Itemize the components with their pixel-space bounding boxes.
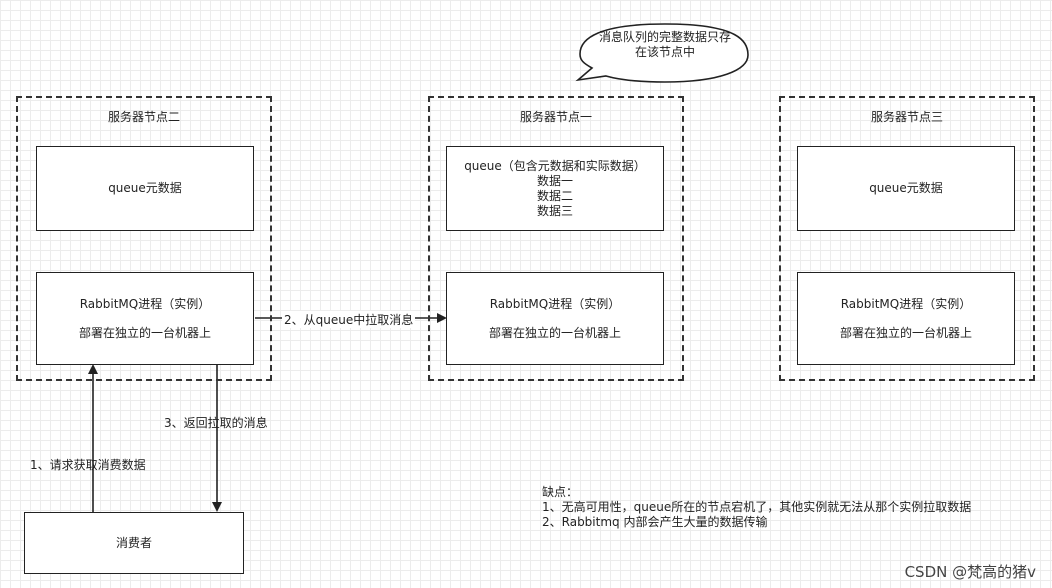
step2-label: 2、从queue中拉取消息 xyxy=(282,311,416,328)
node3-rmq-line2: 部署在独立的一台机器上 xyxy=(839,325,972,340)
server-node-2: 服务器节点二 xyxy=(16,96,272,381)
callout-line1: 消息队列的完整数据只存 xyxy=(598,30,731,44)
node1-rmq-line2: 部署在独立的一台机器上 xyxy=(488,325,621,340)
consumer-box[interactable]: 消费者 xyxy=(24,512,244,574)
node2-rmq-line2: 部署在独立的一台机器上 xyxy=(78,325,211,340)
node1-title: 服务器节点一 xyxy=(519,110,592,124)
node2-rabbitmq-box[interactable]: RabbitMQ进程（实例） 部署在独立的一台机器上 xyxy=(36,272,254,365)
node2-queue-metadata-box[interactable]: queue元数据 xyxy=(36,146,254,231)
callout-line2: 在该节点中 xyxy=(634,45,695,59)
node3-meta-text: queue元数据 xyxy=(869,181,943,195)
node1-queue-line2: 数据一 xyxy=(536,173,573,188)
watermark: CSDN @梵高的猪v xyxy=(904,563,1036,581)
drawbacks-notes: 缺点： 1、无高可用性，queue所在的节点宕机了，其他实例就无法从那个实例拉取… xyxy=(542,485,971,530)
server-node-3: 服务器节点三 xyxy=(779,96,1035,381)
node3-rmq-line1: RabbitMQ进程（实例） xyxy=(840,296,972,311)
node3-title: 服务器节点三 xyxy=(870,110,943,124)
notes-heading: 缺点： xyxy=(542,485,579,499)
node1-rmq-line1: RabbitMQ进程（实例） xyxy=(489,296,621,311)
node2-meta-text: queue元数据 xyxy=(108,181,182,195)
node2-rmq-line1: RabbitMQ进程（实例） xyxy=(79,296,211,311)
node1-queue-box[interactable]: queue（包含元数据和实际数据） 数据一 数据二 数据三 xyxy=(446,146,664,231)
node1-rabbitmq-box[interactable]: RabbitMQ进程（实例） 部署在独立的一台机器上 xyxy=(446,272,664,365)
notes-item1: 1、无高可用性，queue所在的节点宕机了，其他实例就无法从那个实例拉取数据 xyxy=(542,500,972,514)
step1-label: 1、请求获取消费数据 xyxy=(30,458,146,472)
node1-queue-line1: queue（包含元数据和实际数据） xyxy=(464,158,646,173)
callout-bubble xyxy=(575,23,749,83)
node1-queue-line4: 数据三 xyxy=(536,203,573,218)
server-node-1: 服务器节点一 xyxy=(428,96,684,381)
step3-label: 3、返回拉取的消息 xyxy=(164,416,268,430)
node2-title: 服务器节点二 xyxy=(107,110,180,124)
notes-item2: 2、Rabbitmq 内部会产生大量的数据传输 xyxy=(542,515,768,529)
node1-queue-line3: 数据二 xyxy=(536,188,573,203)
callout-text: 消息队列的完整数据只存 在该节点中 xyxy=(585,30,745,60)
node3-rabbitmq-box[interactable]: RabbitMQ进程（实例） 部署在独立的一台机器上 xyxy=(797,272,1015,365)
consumer-label: 消费者 xyxy=(115,535,152,550)
node3-queue-metadata-box[interactable]: queue元数据 xyxy=(797,146,1015,231)
